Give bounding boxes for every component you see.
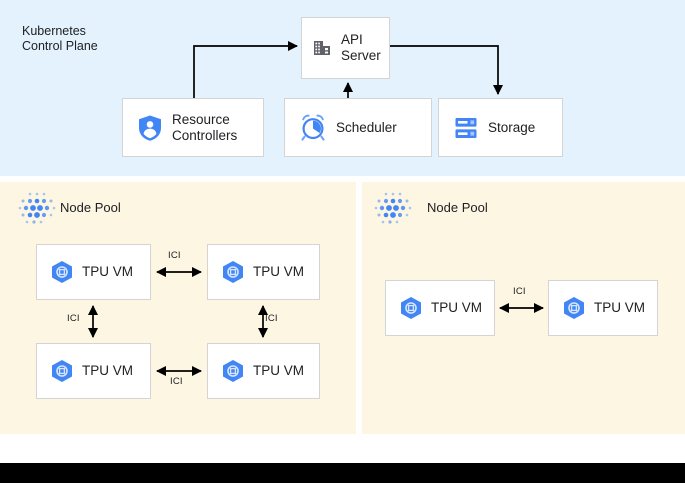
resource-controllers-label: Resource Controllers <box>172 111 238 143</box>
tpu-vm-box[interactable]: TPU VM <box>548 280 658 336</box>
ici-link-label: ICI <box>168 250 181 261</box>
tpu-vm-label: TPU VM <box>82 363 134 378</box>
tpu-vm-box[interactable]: TPU VM <box>36 244 151 300</box>
alarm-clock-icon <box>299 114 327 142</box>
node-pool-2-title: Node Pool <box>427 200 488 215</box>
tpu-vm-label: TPU VM <box>82 264 134 279</box>
storage-box[interactable]: Storage <box>438 98 563 157</box>
api-server-label: API Server <box>341 32 381 63</box>
tpu-vm-box[interactable]: TPU VM <box>36 343 151 399</box>
building-icon <box>312 38 332 58</box>
node-pool-1-title: Node Pool <box>60 200 121 215</box>
tpu-hexagon-icon <box>222 260 244 284</box>
scheduler-box[interactable]: Scheduler <box>284 98 432 157</box>
bottom-bar <box>0 463 685 483</box>
tpu-hexagon-icon <box>51 260 73 284</box>
tpu-vm-label: TPU VM <box>253 363 305 378</box>
storage-label: Storage <box>488 119 536 135</box>
tpu-vm-box[interactable]: TPU VM <box>207 244 320 300</box>
tpu-vm-label: TPU VM <box>253 264 305 279</box>
ici-link-label: ICI <box>265 313 278 324</box>
control-plane-title: Kubernetes Control Plane <box>22 24 98 53</box>
dot-grid-icon <box>16 190 58 233</box>
shield-person-icon <box>137 114 163 142</box>
tpu-vm-label: TPU VM <box>594 300 646 315</box>
server-rack-icon <box>453 115 479 141</box>
tpu-vm-box[interactable]: TPU VM <box>207 343 320 399</box>
api-server-box[interactable]: API Server <box>301 17 390 79</box>
tpu-hexagon-icon <box>51 359 73 383</box>
ici-link-label: ICI <box>67 313 80 324</box>
resource-controllers-box[interactable]: Resource Controllers <box>122 98 264 157</box>
tpu-vm-label: TPU VM <box>431 300 483 315</box>
scheduler-label: Scheduler <box>336 119 397 135</box>
tpu-hexagon-icon <box>400 296 422 320</box>
ici-link-label: ICI <box>513 286 526 297</box>
tpu-hexagon-icon <box>222 359 244 383</box>
tpu-vm-box[interactable]: TPU VM <box>385 280 495 336</box>
dot-grid-icon <box>372 190 414 233</box>
ici-link-label: ICI <box>170 376 183 387</box>
tpu-hexagon-icon <box>563 296 585 320</box>
